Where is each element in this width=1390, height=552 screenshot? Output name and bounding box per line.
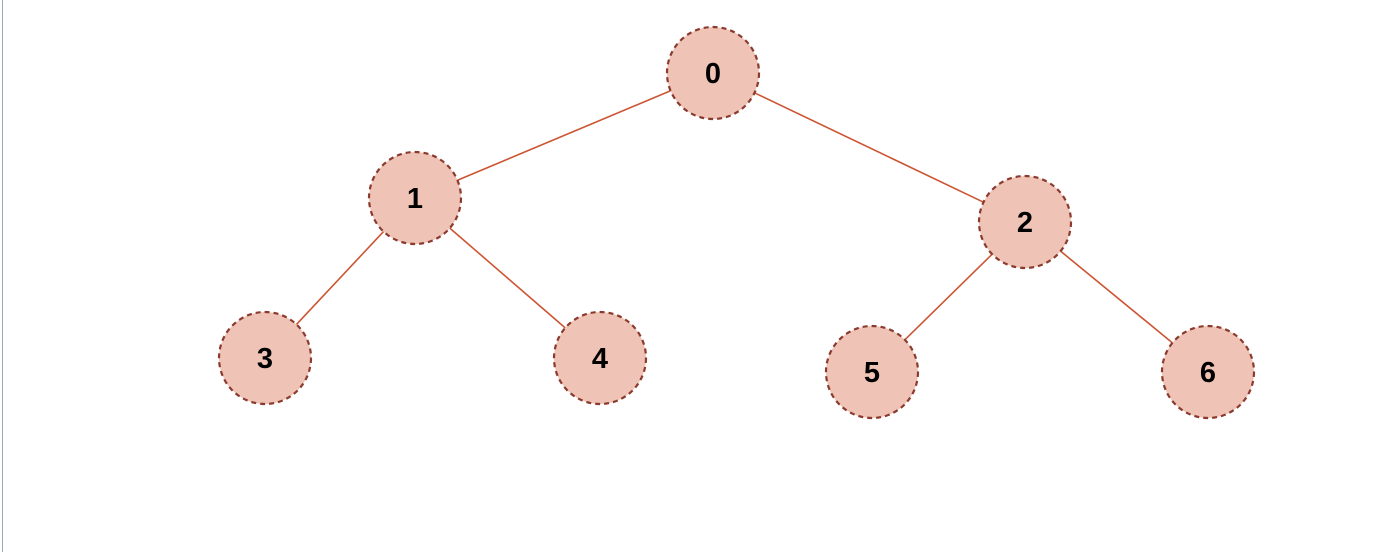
tree-node-circle-2[interactable] [977,174,1073,270]
tree-node-circle-4[interactable] [552,310,648,406]
tree-node-2[interactable]: 2 [977,174,1073,270]
tree-node-circle-0[interactable] [665,25,761,121]
tree-node-0[interactable]: 0 [665,25,761,121]
tree-edge-2-6 [1060,250,1173,344]
tree-node-5[interactable]: 5 [824,324,920,420]
tree-node-circle-1[interactable] [367,150,463,246]
tree-node-circle-5[interactable] [824,324,920,420]
nodes-layer: 0 1 2 3 4 5 6 [217,25,1256,420]
tree-node-6[interactable]: 6 [1160,324,1256,420]
left-edge-rule [2,0,3,552]
edges-layer [295,90,1173,344]
tree-node-4[interactable]: 4 [552,310,648,406]
tree-node-circle-6[interactable] [1160,324,1256,420]
tree-edge-1-4 [449,227,566,329]
tree-edge-0-1 [457,90,671,181]
tree-edge-0-2 [754,92,984,203]
tree-node-3[interactable]: 3 [217,310,313,406]
tree-edge-2-5 [904,253,993,341]
tree-node-circle-3[interactable] [217,310,313,406]
tree-node-1[interactable]: 1 [367,150,463,246]
tree-edge-1-3 [295,231,385,325]
